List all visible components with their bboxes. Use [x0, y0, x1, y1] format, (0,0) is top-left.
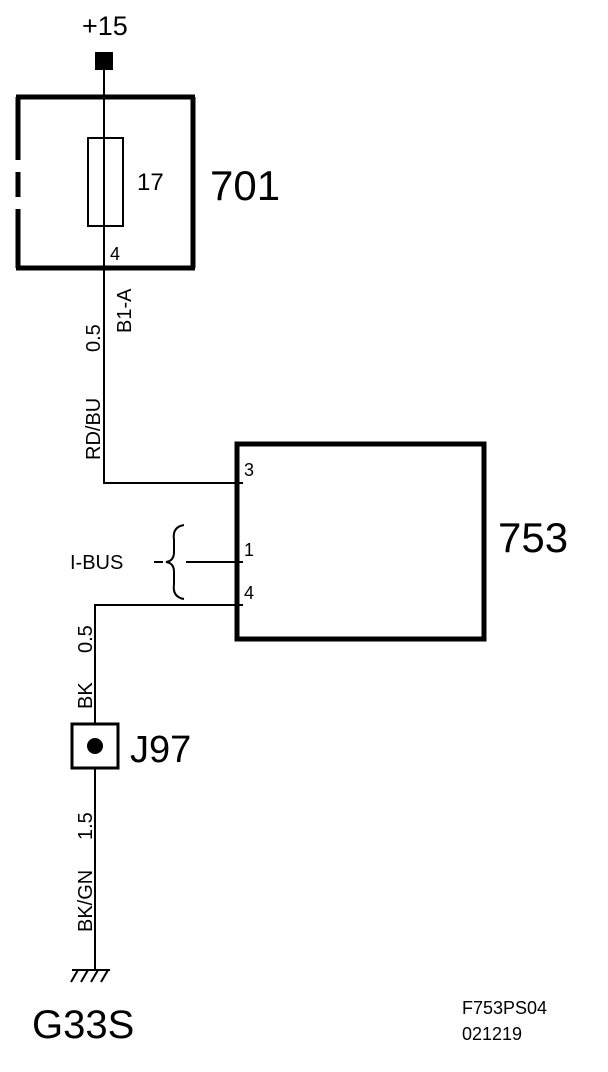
module-753: [234, 441, 487, 642]
wire-mid-gauge: 0.5: [75, 625, 97, 653]
wire-bottom-color: BK/GN: [75, 870, 97, 932]
fuse-pin-label: 4: [110, 244, 120, 264]
doc-code: F753PS04: [462, 998, 547, 1018]
supply-label: +15: [82, 11, 128, 41]
module-pin-3: 3: [244, 460, 254, 480]
junction-dot: [87, 738, 103, 754]
i-bus-brace: [165, 524, 185, 600]
i-bus-label: I-BUS: [70, 552, 123, 574]
fuse-box-701: [15, 94, 196, 271]
wire-mid-color: BK: [75, 682, 97, 709]
connector-label: B1-A: [114, 288, 136, 333]
wire-rd-bu: [103, 60, 243, 484]
ground-id: G33S: [32, 1003, 134, 1047]
fuse-box-id: 701: [210, 162, 280, 209]
module-pin-1: 1: [244, 540, 254, 560]
wire-bottom-gauge: 1.5: [75, 812, 97, 840]
fuse-number: 17: [137, 169, 164, 196]
fuse-symbol: [87, 137, 124, 227]
junction-id: J97: [130, 729, 191, 771]
ground-symbol: [70, 969, 110, 983]
wire-top-gauge: 0.5: [83, 324, 105, 352]
module-id: 753: [498, 514, 568, 561]
wire-bk: [94, 604, 243, 970]
module-pin-4: 4: [244, 583, 254, 603]
wire-top-color: RD/BU: [83, 398, 105, 460]
doc-date: 021219: [462, 1024, 522, 1044]
